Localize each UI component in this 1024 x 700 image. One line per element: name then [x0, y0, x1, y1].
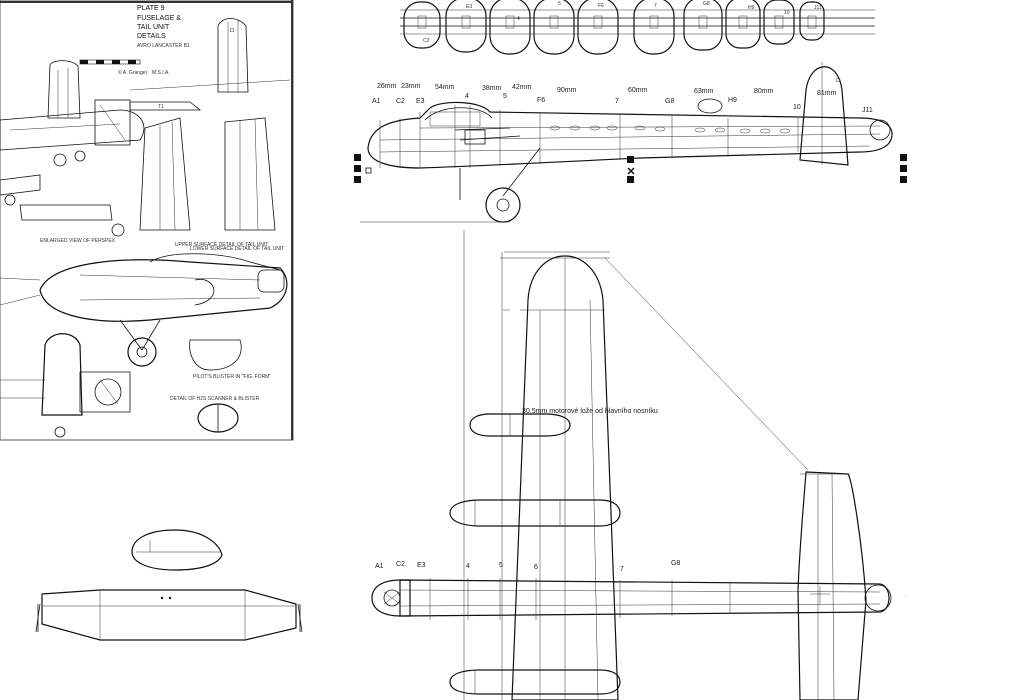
side-station-j11: J11: [862, 107, 873, 114]
side-station-e3: E3: [416, 98, 425, 105]
nose-section-sketch: [39, 259, 288, 322]
tailplane-planform: [41, 589, 297, 641]
author-suffix: M.S.I.A.: [152, 70, 170, 76]
side-windows: [549, 125, 791, 134]
plan-station-e3: E3: [417, 562, 426, 569]
frame-label-e3: E3: [466, 4, 472, 10]
frame-label-j11: J11: [814, 5, 822, 11]
frame-label-g8: G8: [703, 1, 710, 7]
aircraft-plan-view[interactable]: 30,5mm motorové lože od hlavního nosníku…: [371, 230, 907, 700]
dim-90mm: 90mm: [557, 87, 577, 94]
note-h2s-scanner: DETAIL OF H2S SCANNER & BLISTER: [170, 396, 260, 402]
selection-handles[interactable]: [354, 154, 907, 183]
reference-blueprint-sheet[interactable]: PLATE 9 FUSELAGE & TAIL UNIT DETAILS AVR…: [0, 0, 294, 441]
plan-nose: [371, 579, 411, 617]
plan-station-a1: A1: [375, 563, 384, 570]
plan-tailplane: [797, 471, 867, 700]
frame-5: [533, 0, 575, 55]
frame-j11: [799, 1, 825, 41]
plan-station-g8: G8: [671, 560, 680, 567]
note-tail-upper: UPPER SURFACE DETAIL OF TAIL UNIT: [175, 242, 268, 248]
side-fuselage-outline: [367, 101, 893, 169]
dim-80mm: 80mm: [754, 88, 774, 95]
side-station-10: 10: [793, 104, 801, 111]
dim-23mm: 23mm: [401, 83, 421, 90]
frame-g8: [683, 0, 723, 51]
tailplane-part-drawings[interactable]: [35, 529, 303, 641]
fuselage-side-view[interactable]: 26mm 23mm 54mm 38mm 42mm 90mm 60mm 63mm …: [354, 62, 907, 223]
plan-station-c2: C2: [396, 561, 405, 568]
frame-c2: [403, 1, 441, 49]
frame-label-c2: C2: [423, 38, 430, 44]
dim-38mm: 38mm: [482, 85, 502, 92]
plan-station-6: 6: [534, 564, 538, 571]
frame-10: [763, 0, 795, 45]
frame-label-5: 5: [558, 1, 561, 7]
frame-h9: [725, 0, 761, 49]
svg-text:·: ·: [905, 593, 907, 599]
side-station-7: 7: [615, 98, 619, 105]
side-station-f6: F6: [537, 97, 545, 104]
fuselage-frame-sections[interactable]: E3 4 5 F6 7 G8 H9 10 J11 C2: [400, 0, 875, 55]
tailplane-sketch: [129, 101, 202, 111]
frame-f6: [577, 0, 619, 55]
frame-label-h9: H9: [748, 5, 755, 11]
side-fin: [799, 66, 849, 166]
svg-text:T1: T1: [158, 104, 164, 110]
engine-mount-note: 30,5mm motorové lože od hlavního nosníku: [522, 408, 658, 415]
note-tail-lower: LOWER SURFACE DETAIL OF TAIL UNIT: [190, 246, 284, 252]
plan-station-4: 4: [466, 563, 470, 570]
author-credit: © A. Granger: [118, 69, 148, 76]
landing-gear-strut: [502, 147, 541, 197]
side-station-a1: A1: [372, 98, 381, 105]
sheet-title-line1: FUSELAGE &: [137, 15, 181, 22]
frame-label-4: 4: [517, 16, 520, 22]
plan-station-5: 5: [499, 562, 503, 569]
side-canopy: [424, 107, 493, 121]
note-pilot-blister: PILOT'S BLISTER IN "FIG. FORM": [193, 374, 271, 380]
fin-rib-outline: [131, 529, 223, 571]
dim-60mm: 60mm: [628, 87, 648, 94]
frame-e3: [445, 0, 487, 53]
dim-26mm: 26mm: [377, 83, 397, 90]
sheet-title-line3: DETAILS: [137, 33, 166, 40]
side-station-4: 4: [465, 93, 469, 100]
side-station-c2: C2: [396, 98, 405, 105]
side-station-5: 5: [503, 93, 507, 100]
sheet-title-line2: TAIL UNIT: [137, 24, 170, 31]
plan-station-lines: [429, 578, 731, 620]
note-perspex: ENLARGED VIEW OF PERSPEX: [40, 238, 116, 244]
frame-7: [633, 0, 675, 55]
mid-upper-turret: [697, 98, 723, 114]
tail-fin-sketch: [47, 60, 81, 119]
side-station-g8: G8: [665, 98, 674, 105]
tail-turret: [869, 119, 891, 141]
dim-54mm: 54mm: [435, 84, 455, 91]
tail-fin-sketch-right: [217, 18, 249, 93]
frame-label-10: 10: [784, 10, 790, 16]
side-station-lines: [379, 105, 799, 168]
side-wheel: [485, 187, 521, 223]
dim-63mm: 63mm: [694, 88, 714, 95]
dim-81mm: 81mm: [817, 90, 837, 97]
frame-4: [489, 0, 531, 55]
scale-bar: [79, 59, 141, 65]
plan-wing: [511, 255, 619, 700]
fin-plan-sketch: [139, 117, 191, 231]
plan-fuselage: [399, 579, 890, 617]
aircraft-name: AVRO LANCASTER B1: [137, 43, 190, 49]
side-station-h9: H9: [728, 97, 737, 104]
landing-wheel-sketch: [127, 337, 157, 367]
plan-engine-nacelles: [449, 413, 621, 695]
frame-label-f6: F6: [598, 3, 604, 9]
fin-side-sketch: [41, 333, 83, 416]
plan-station-7: 7: [620, 566, 624, 573]
plate-number: PLATE 9: [137, 5, 165, 12]
dim-42mm: 42mm: [512, 84, 532, 91]
plan-tail-turret: [864, 584, 892, 612]
frame-label-7: 7: [654, 3, 657, 9]
rear-fuselage-sketch: [0, 109, 145, 151]
